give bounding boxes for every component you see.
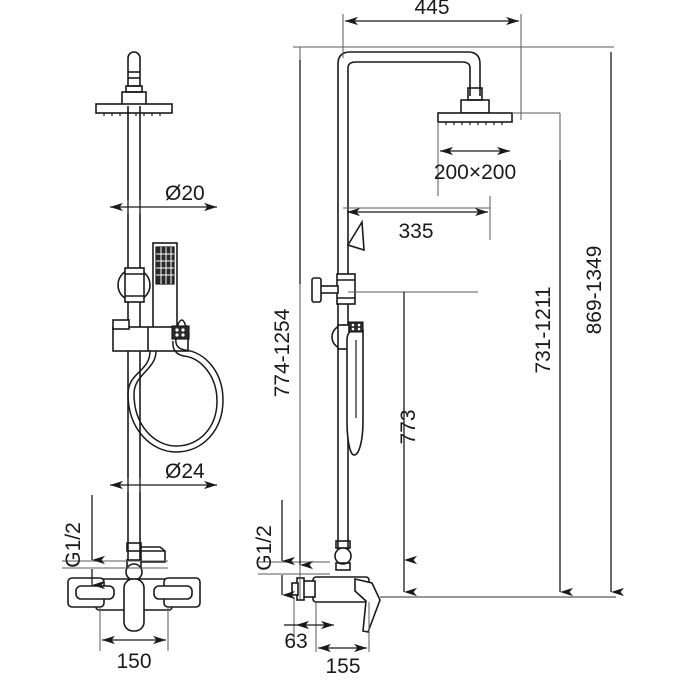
label-445: 445 bbox=[414, 0, 449, 19]
side-valve-knob bbox=[311, 273, 356, 305]
side-handset-hook bbox=[346, 219, 365, 252]
side-head-connector bbox=[460, 87, 490, 114]
dimension-lines bbox=[91, 16, 624, 653]
dimension-labels: Ø20 Ø24 G1/2 150 445 200×200 335 774-125… bbox=[62, 0, 606, 678]
label-150: 150 bbox=[116, 650, 151, 673]
label-g12-left: G1/2 bbox=[62, 522, 85, 568]
front-shower-hose bbox=[127, 337, 224, 453]
front-riser-pipe bbox=[127, 106, 141, 268]
side-shower-head bbox=[437, 112, 513, 125]
front-shower-head bbox=[95, 91, 173, 116]
label-dia20: Ø20 bbox=[165, 182, 205, 205]
label-773: 773 bbox=[397, 409, 420, 444]
front-mixer-body bbox=[67, 563, 201, 632]
front-slider-ring bbox=[117, 267, 151, 303]
label-335: 335 bbox=[398, 220, 433, 243]
front-diverter bbox=[126, 542, 166, 569]
side-diverter bbox=[334, 540, 352, 571]
label-63: 63 bbox=[284, 630, 307, 653]
front-view-geometry bbox=[67, 51, 224, 632]
label-731-1211: 731-1211 bbox=[532, 286, 555, 373]
front-top-spigot bbox=[125, 51, 143, 93]
side-handset bbox=[346, 321, 364, 456]
side-gooseneck-arm bbox=[337, 51, 481, 180]
label-dia24: Ø24 bbox=[165, 460, 205, 483]
side-riser-pipe bbox=[337, 180, 349, 274]
label-774-1254: 774-1254 bbox=[271, 308, 294, 397]
label-869-1349: 869-1349 bbox=[583, 246, 606, 335]
side-mixer-body bbox=[291, 576, 381, 633]
label-155: 155 bbox=[325, 655, 360, 678]
label-g12-right: G1/2 bbox=[253, 525, 276, 571]
label-200x200: 200×200 bbox=[434, 161, 516, 184]
side-view-geometry bbox=[291, 51, 513, 633]
front-hose-connector bbox=[171, 325, 190, 340]
